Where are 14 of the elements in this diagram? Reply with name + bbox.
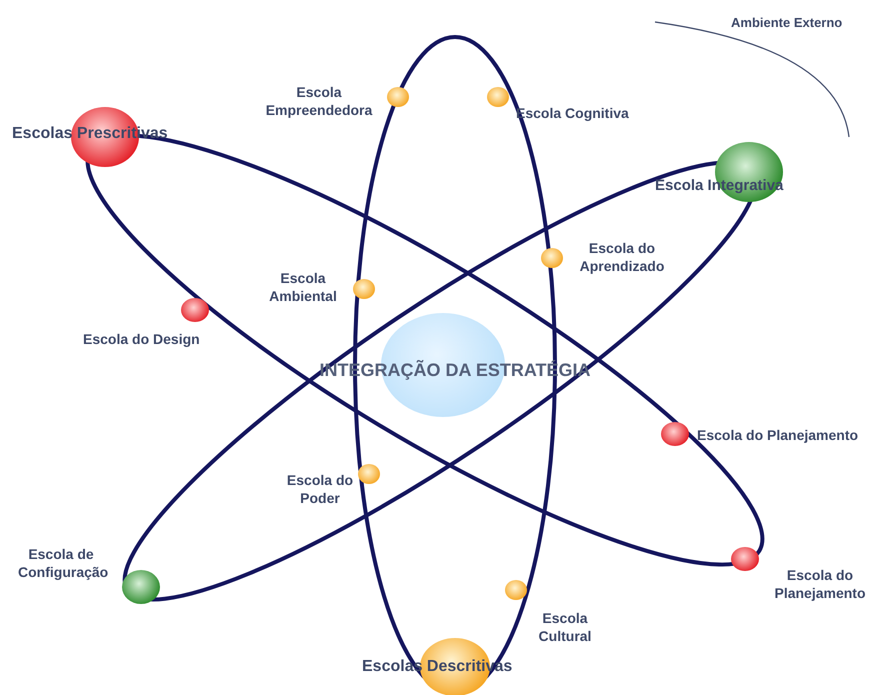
school-node [661,422,858,446]
school-name: Escola do Planejamento [697,426,858,444]
school-name: Escola do Poder [286,471,354,507]
school-name: Escola do Design [83,330,200,348]
school-node [12,107,168,167]
school-node [731,547,868,602]
region-label: Ambiente Externo [731,14,842,32]
school-name: Escola do Aprendizado [578,239,666,275]
school-node [487,87,629,122]
school-name: Escola do Planejamento [773,566,867,602]
school-name: Escola Cultural [538,609,592,645]
school-node [83,298,209,348]
school-name: Escola Ambiental [268,269,338,305]
school-name: Escola Empreendedora [264,83,374,119]
